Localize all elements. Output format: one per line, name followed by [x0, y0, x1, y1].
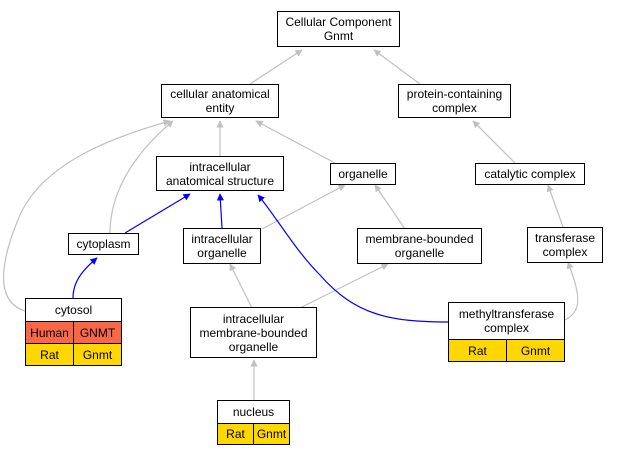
species-cell: Rat [468, 343, 487, 358]
gene-cell: GNMT [73, 322, 121, 343]
node-catalytic-complex[interactable]: catalytic complex [475, 163, 585, 185]
annotation-row-rat: Rat Gnmt [449, 340, 564, 361]
node-organelle[interactable]: organelle [330, 163, 396, 185]
edge-transferase-catalytic [546, 184, 564, 228]
gene-cell: Gnmt [506, 340, 564, 361]
edge-io-organelle [261, 184, 346, 230]
edge-catalytic-pcc [472, 120, 516, 164]
species-cell: Human [30, 325, 69, 340]
edge-mbo-organelle [374, 184, 406, 230]
edge-cytoplasm-cae [109, 120, 174, 234]
node-nucleus[interactable]: nucleus Rat Gnmt [217, 400, 290, 445]
edge-imbo-mbo [299, 263, 389, 309]
edge-cae-root [249, 49, 303, 85]
gene-cell: Gnmt [253, 424, 289, 444]
annotation-row-rat: Rat Gnmt [218, 424, 289, 444]
species-cell: Rat [40, 347, 59, 362]
gene-cell: Gnmt [73, 344, 121, 365]
edge-imbo-io [229, 263, 253, 309]
edge-mtc-ias [257, 194, 449, 323]
node-cytosol[interactable]: cytosol Human GNMT Rat Gnmt [25, 298, 122, 366]
edge-organelle-cae [255, 120, 336, 164]
edge-mtc-transferase [564, 261, 579, 321]
species-cell: Rat [226, 427, 245, 441]
edge-pcc-root [373, 49, 421, 85]
annotation-row-rat: Rat Gnmt [26, 343, 121, 365]
node-cytoplasm[interactable]: cytoplasm [68, 233, 139, 255]
node-cytosol-title: cytosol [26, 299, 121, 322]
edge-io-ias [216, 193, 224, 229]
annotation-row-human: Human GNMT [26, 322, 121, 343]
edge-cytosol-cytoplasm [72, 257, 98, 299]
edge-cytosol-cae [3, 119, 171, 312]
node-nucleus-title: nucleus [218, 401, 289, 424]
edge-cytoplasm-ias [124, 193, 191, 234]
